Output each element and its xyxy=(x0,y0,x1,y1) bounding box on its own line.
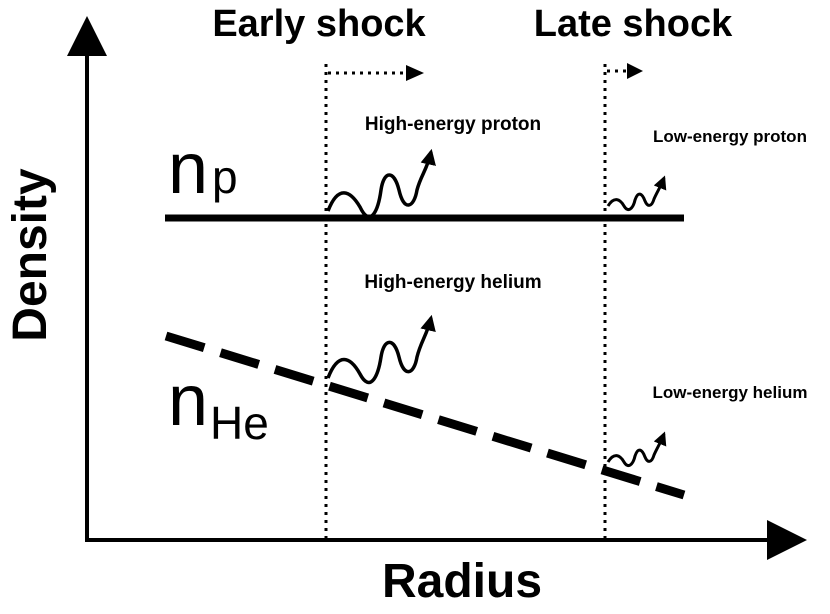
proton-density-subscript: p xyxy=(212,151,238,203)
late-shock-propagation-arrowhead xyxy=(627,63,643,79)
x-axis-arrowhead xyxy=(767,520,807,560)
low-energy-proton-label: Low-energy proton xyxy=(653,127,807,146)
low-energy-proton-wave xyxy=(606,175,667,212)
helium-density-label: nHe xyxy=(168,361,269,449)
proton-density-symbol: n xyxy=(168,129,208,209)
y-axis-label: Density xyxy=(4,168,57,342)
y-axis-arrowhead xyxy=(67,16,107,56)
helium-density-symbol: n xyxy=(168,361,208,441)
high-energy-proton-wave xyxy=(326,148,436,219)
helium-density-subscript: He xyxy=(210,397,269,449)
high-energy-helium-label: High-energy helium xyxy=(364,272,541,293)
low-energy-helium-label: Low-energy helium xyxy=(653,383,808,402)
late-shock-label: Late shock xyxy=(534,3,733,45)
proton-density-label: np xyxy=(168,129,238,209)
high-energy-helium-wave xyxy=(326,314,436,384)
early-shock-propagation-arrowhead xyxy=(406,65,424,81)
early-shock-label: Early shock xyxy=(212,3,426,45)
high-energy-proton-label: High-energy proton xyxy=(365,114,541,135)
low-energy-helium-wave xyxy=(606,431,667,468)
x-axis-label: Radius xyxy=(382,555,542,608)
helium-density-line xyxy=(164,331,686,500)
